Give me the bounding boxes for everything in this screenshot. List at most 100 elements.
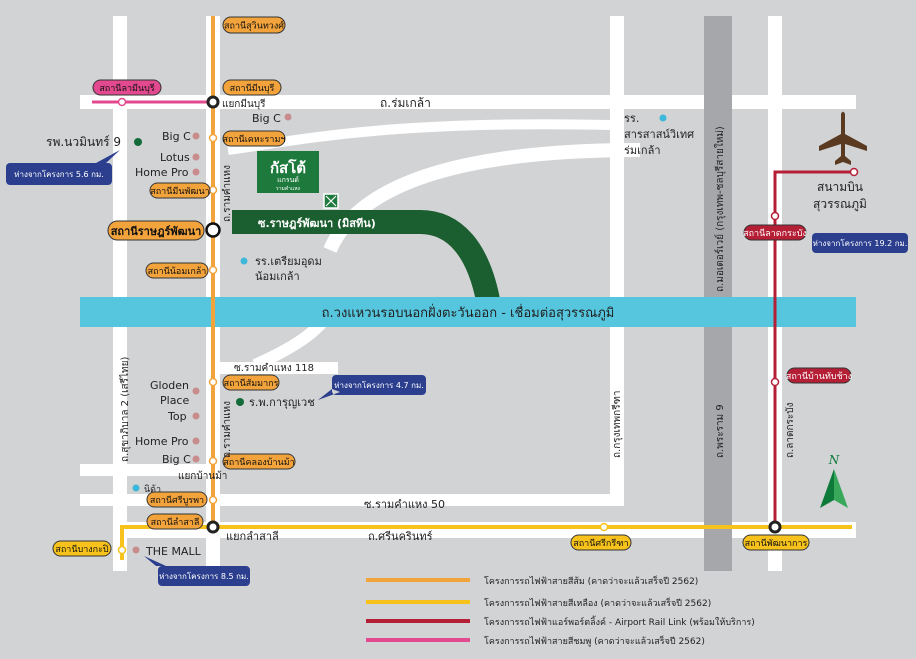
marker-nom-klao	[208, 265, 218, 275]
road-rom-klao	[80, 95, 856, 109]
dot-lotus	[192, 153, 200, 161]
pill-ban-thap-chang	[786, 367, 852, 384]
road-name-soi-target: ซ.ราษฎร์พัฒนา (มิสทีน)	[258, 217, 376, 230]
logo-line3: รามคำแหง	[276, 186, 300, 192]
dot-homepro-bottom	[192, 437, 200, 445]
road-name-rama9: ถ.พระราม 9	[715, 404, 726, 458]
marker-min-phatthana	[208, 185, 218, 195]
road-name-srinakarin: ถ.ศรีนครินทร์	[368, 530, 433, 543]
label-the-mall: THE MALL	[145, 545, 202, 558]
marker-lam-sali	[206, 520, 220, 534]
road-sukhaphiban2	[113, 16, 127, 571]
pill-lam-min-buri	[92, 79, 162, 96]
road-name-ring: ถ.วงแหวนรอบนอกฝั่งตะวันออก - เชื่อมต่อสุ…	[322, 304, 615, 321]
label-school-sarasas-1: รร.	[624, 112, 639, 125]
road-name-soi-50: ซ.รามคำแหง 50	[364, 498, 445, 511]
marker-ban-thap-chang	[770, 377, 780, 387]
callout-karunvej-text: ห่างจากโครงการ 4.7 กม.	[334, 380, 424, 390]
label-gloden-1: Gloden	[150, 379, 189, 392]
road-name-krungthep-kreetha: ถ.กรุงเทพกรีฑา	[611, 391, 623, 459]
legend-label-3: โครงการรถไฟฟ้าสายสีชมพู (คาดว่าจะแล้วเสร…	[484, 634, 705, 647]
marker-phatthanakarn	[768, 520, 782, 534]
callout-airport-box	[812, 233, 908, 253]
label-lotus: Lotus	[160, 151, 190, 164]
road-names: ถ.ร่มเกล้า แยกมีนบุรี ถ.รามคำแหง ถ.วงแหว…	[119, 96, 796, 543]
road-name-rom-klao: ถ.ร่มเกล้า	[380, 96, 431, 110]
project-logo: กัสโต้ แกรนด์ รามคำแหง	[257, 151, 339, 209]
project-marker-icon	[325, 195, 337, 207]
pill-minburi	[222, 79, 282, 96]
junction-lam-sali: แยกลำสาลี	[226, 530, 279, 543]
callout-mall-box	[144, 556, 250, 586]
dot-hospital-karunvej	[236, 398, 244, 406]
pill-sriburapha	[146, 491, 208, 508]
marker-sriburapha	[208, 495, 218, 505]
label-homepro-bottom: Home Pro	[135, 435, 189, 448]
callout-karunvej-box	[318, 375, 426, 400]
legend: โครงการรถไฟฟ้าสายสีส้ม (คาดว่าจะแล้วเสร็…	[366, 574, 755, 647]
dot-homepro-top	[192, 168, 200, 176]
road-soi-118	[218, 362, 338, 374]
label-bigc-top: Big C	[162, 130, 191, 143]
dot-the-mall	[132, 546, 140, 554]
legend-label-0: โครงการรถไฟฟ้าสายสีส้ม (คาดว่าจะแล้วเสร็…	[484, 574, 698, 587]
label-bang-kapi: สถานีบางกะปิ	[55, 544, 109, 555]
pill-sukhumvit	[222, 16, 286, 34]
dot-nida	[132, 484, 140, 492]
label-airport-1: สนามบิน	[817, 180, 863, 194]
label-sukhumvit: สถานีสุวินทวงศ์	[224, 20, 284, 32]
label-srikritha: สถานีศรีกรีฑา	[573, 538, 629, 549]
marker-lam-min-buri	[117, 97, 127, 107]
label-school-triam-1: รร.เตรียมอุดม	[255, 255, 322, 268]
road-soi-rat-phatthana	[232, 210, 500, 303]
north-label: N	[828, 453, 840, 467]
dot-hospital-nawamin	[134, 138, 142, 146]
road-krungthep-kreetha	[610, 16, 624, 500]
label-nida: นิด้า	[144, 484, 161, 495]
pill-khlong-ban-ma	[222, 453, 296, 470]
logo-line2: แกรนด์	[277, 176, 299, 184]
label-nom-klao: สถานีน้อมเกล้า	[148, 266, 207, 277]
label-school-triam-2: น้อมเกล้า	[255, 270, 300, 283]
pill-kheharam	[222, 130, 286, 147]
callouts: ห่างจากโครงการ 5.6 กม. ห่างจากโครงการ 4.…	[6, 150, 908, 586]
road-name-lat-krabang: ถ.ลาดกระบัง	[785, 402, 796, 458]
legend-label-1: โครงการรถไฟฟ้าสายสีเหลือง (คาดว่าจะแล้วเ…	[484, 596, 711, 609]
label-hospital-nawamin: รพ.นวมินทร์ 9	[46, 135, 121, 149]
north-arrow-icon: N	[820, 453, 848, 508]
junction-ban-ma: แยกบ้านม้า	[178, 470, 227, 482]
dot-tops	[192, 412, 200, 420]
pill-sammakorn	[222, 374, 280, 391]
label-sriburapha: สถานีศรีบูรพา	[150, 495, 204, 506]
label-school-sarasas-3: ร่มเกล้า	[624, 144, 661, 157]
marker-bang-kapi	[117, 545, 127, 555]
poi-dots	[132, 113, 667, 554]
line-airport-link	[773, 170, 854, 527]
station-labels: สถานีสุวินทวงศ์ สถานีลามีนบุรี สถานีมีนบ…	[52, 16, 852, 557]
poi-labels: รพ.นวมินทร์ 9 Big C Big C Lotus Home Pro…	[46, 112, 867, 558]
dot-school-sarasas	[659, 114, 667, 122]
label-homepro-top: Home Pro	[135, 166, 189, 179]
label-sammakorn: สถานีสัมมากร	[224, 378, 279, 389]
label-min-phatthana: สถานีมีนพัฒนา	[150, 186, 210, 197]
pill-nom-klao	[145, 262, 209, 279]
logo-box	[257, 151, 319, 193]
callout-nawamin-text: ห่างจากโครงการ 5.6 กม.	[14, 169, 104, 179]
label-rat-phatthana: สถานีราษฎร์พัฒนา	[111, 225, 202, 238]
road-name-sukhaphiban2: ถ.สุขาภิบาล 2 (เสรีไทย)	[119, 357, 131, 462]
label-kheharam: สถานีเคหะรามฯ	[223, 134, 286, 145]
label-bigc-bottom: Big C	[162, 453, 191, 466]
label-tops: Top	[167, 410, 187, 423]
airplane-icon	[819, 111, 867, 165]
road-ring-road	[80, 297, 856, 327]
label-school-sarasas-2: สารสาสน์วิเทศ	[624, 128, 694, 141]
pill-lam-sali	[146, 513, 204, 530]
marker-airport	[849, 167, 859, 177]
pill-lat-krabang	[743, 224, 807, 241]
label-lat-krabang: สถานีลาดกระบัง	[743, 228, 807, 239]
legend-label-2: โครงการรถไฟฟ้าแอร์พอร์ตลิ้งค์ - Airport …	[484, 615, 755, 628]
road-name-ram-lower: ถ.รามคำแหง	[222, 401, 233, 458]
label-phatthanakarn: สถานีพัฒนาการ	[745, 538, 808, 549]
marker-minburi	[206, 95, 220, 109]
